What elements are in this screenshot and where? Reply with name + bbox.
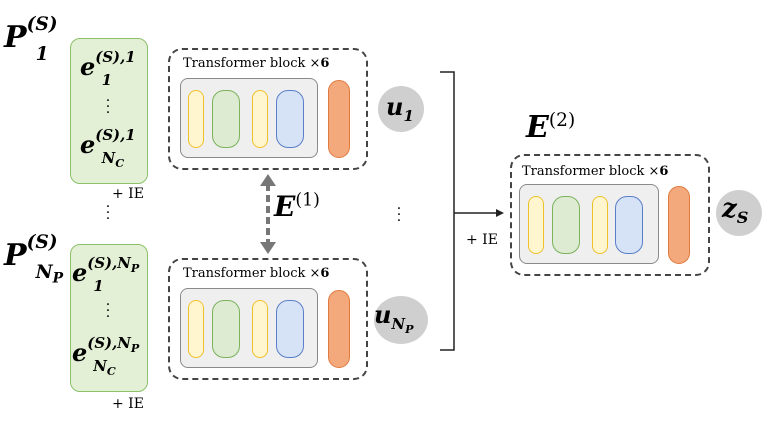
- patch-np-embedding-first: e(S),NP1: [72, 254, 140, 295]
- encoder1-top-frame: [168, 48, 368, 170]
- patches-vdots: ···: [105, 199, 111, 227]
- output-zs: zS: [722, 194, 749, 228]
- output-layer: [328, 290, 350, 368]
- patch-1-ie: + IE: [112, 186, 144, 202]
- encoder2-title: Transformer block ×6: [522, 164, 669, 179]
- encoder1-label: E(1): [274, 190, 320, 223]
- attention-layer: [212, 300, 240, 358]
- outputs-vdots: ···: [396, 201, 402, 229]
- patch-np-label: P(S)NP: [4, 232, 64, 287]
- output-u1-circle: [378, 86, 424, 132]
- encoder1-bottom-title: Transformer block ×6: [183, 266, 330, 281]
- patch-1-embedding-first: e(S),11: [80, 48, 136, 89]
- encoder2-label: E(2): [526, 110, 576, 145]
- layer-norm-2: [252, 300, 268, 358]
- layer-norm-2: [592, 196, 608, 254]
- output-unp: uNP: [374, 300, 414, 336]
- encoder1-top-title: Transformer block ×6: [183, 56, 330, 71]
- feedforward-layer: [615, 196, 643, 254]
- patch-1-label: P(S)1: [4, 14, 58, 65]
- feedforward-layer: [276, 90, 304, 148]
- output-u1: u1: [386, 92, 414, 125]
- output-zs-circle: [716, 190, 762, 236]
- patch-np-embedding-last: e(S),NPNC: [72, 334, 140, 378]
- patch-1-embedding-last: e(S),1NC: [80, 126, 136, 170]
- patch-np-vdots: ···: [105, 297, 111, 325]
- attention-layer: [212, 90, 240, 148]
- merge-bracket: [440, 71, 504, 351]
- layer-norm-1: [528, 196, 544, 254]
- patch-np-embeddings: [70, 244, 148, 392]
- attention-layer: [552, 196, 580, 254]
- patch-np-ie: + IE: [112, 396, 144, 412]
- patch-1-vdots: ···: [105, 93, 111, 121]
- encoder1-bottom-frame: [168, 258, 368, 380]
- patch-1-embeddings: [70, 38, 148, 184]
- layer-norm-1: [188, 90, 204, 148]
- output-layer: [668, 186, 690, 264]
- feedforward-layer: [276, 300, 304, 358]
- output-layer: [328, 80, 350, 158]
- layer-norm-1: [188, 300, 204, 358]
- layer-norm-2: [252, 90, 268, 148]
- output-unp-circle: [374, 296, 428, 344]
- shared-weights-arrow: [260, 174, 276, 254]
- encoder2-frame: [510, 154, 710, 276]
- merge-ie: + IE: [466, 232, 498, 248]
